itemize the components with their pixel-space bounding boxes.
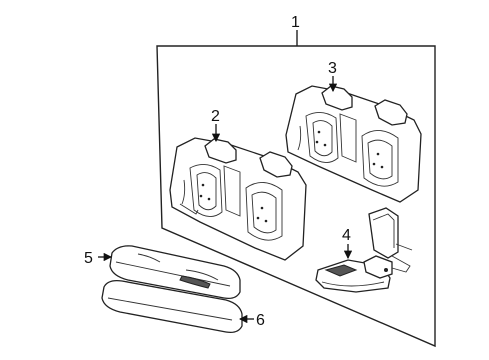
callout-2: 2 [211, 108, 220, 125]
callout-4: 4 [342, 227, 351, 244]
seat-back-left [169, 137, 307, 261]
callout-5: 5 [84, 250, 93, 267]
callout-6: 6 [256, 312, 265, 329]
seat-cushion-pad [101, 279, 243, 334]
armrest-bracket [315, 207, 413, 293]
callout-1: 1 [291, 14, 300, 31]
seat-back-right [285, 85, 422, 203]
seat-cushion-cover [109, 245, 241, 300]
callout-3: 3 [328, 60, 337, 77]
assembly-frame [156, 45, 436, 348]
